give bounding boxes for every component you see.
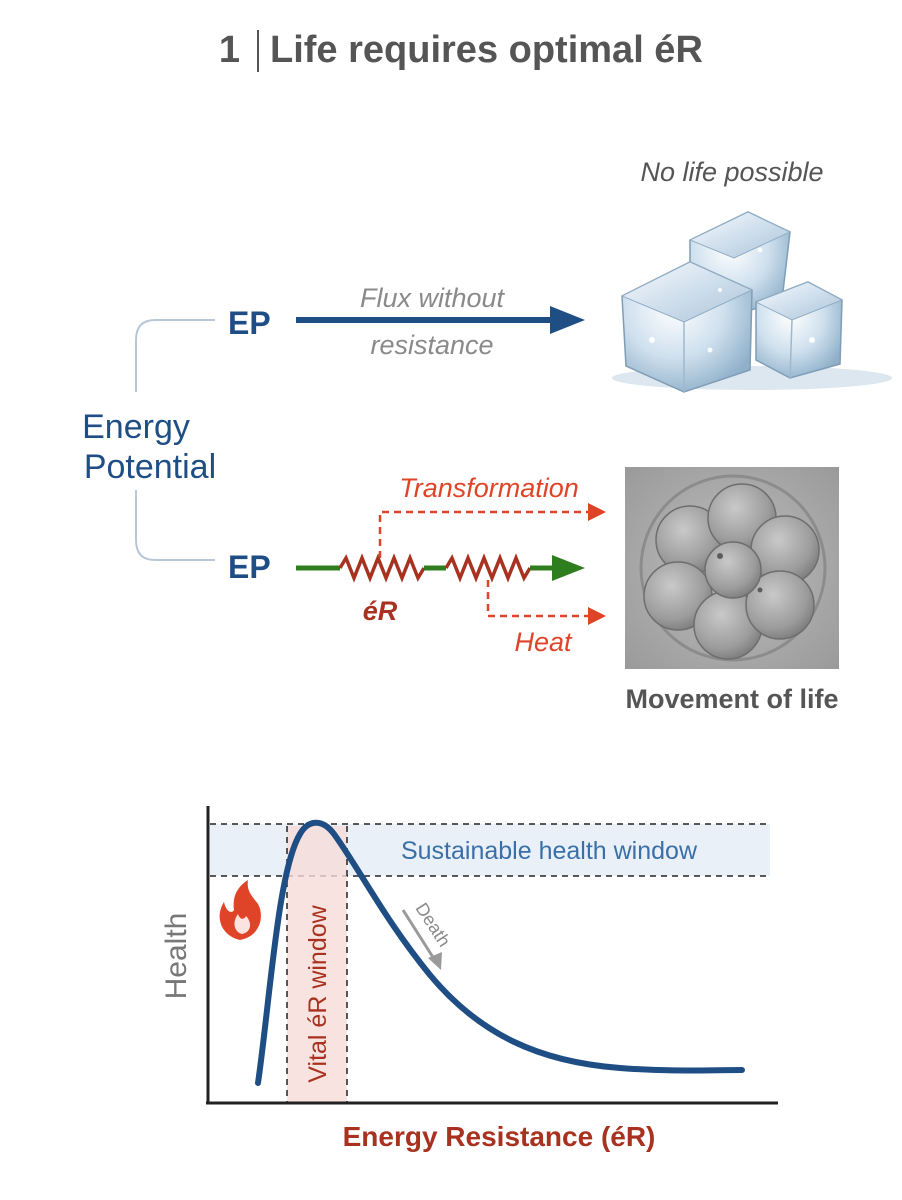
sustainable-window-label: Sustainable health window (401, 837, 698, 865)
death-arrow-head (428, 952, 442, 970)
er-label: éR (363, 596, 398, 626)
heat-label: Heat (514, 627, 573, 657)
ice-cubes-image (612, 211, 892, 393)
health-curve (255, 819, 745, 1086)
vital-window-label: Vital éR window (304, 904, 332, 1082)
death-arrow (401, 909, 438, 963)
flame-icon (219, 880, 261, 940)
flux-arrow-head (550, 306, 585, 334)
bracket-line (135, 319, 215, 561)
health-chart: Sustainable health window Vital éR windo… (160, 806, 778, 1152)
energy-potential-label-line2: Potential (84, 448, 216, 486)
resistor-2 (444, 553, 532, 583)
x-axis-label: Energy Resistance (éR) (343, 1121, 656, 1152)
energy-potential-label-line1: Energy (82, 408, 190, 446)
death-label: Death (412, 899, 455, 950)
flux-label-line2: resistance (370, 330, 493, 360)
vital-window-band (287, 826, 347, 1102)
transformation-arrow (378, 510, 590, 558)
ep-bottom-label: EP (228, 549, 271, 585)
heat-arrow (486, 580, 590, 618)
title-number: 1 (219, 29, 240, 71)
flux-label-line1: Flux without (360, 283, 506, 313)
no-life-label: No life possible (640, 157, 823, 187)
embryo-cells-image (625, 467, 839, 669)
transformation-arrow-head (588, 503, 606, 521)
page-title: Life requires optimal éR (270, 29, 703, 71)
heat-arrow-head (588, 607, 606, 625)
ep-top-label: EP (228, 305, 271, 341)
movement-of-life-label: Movement of life (625, 684, 838, 714)
resistor-1 (338, 553, 426, 583)
flow-arrow-head (552, 555, 585, 581)
y-axis-label: Health (160, 913, 193, 1000)
transformation-label: Transformation (399, 473, 579, 503)
